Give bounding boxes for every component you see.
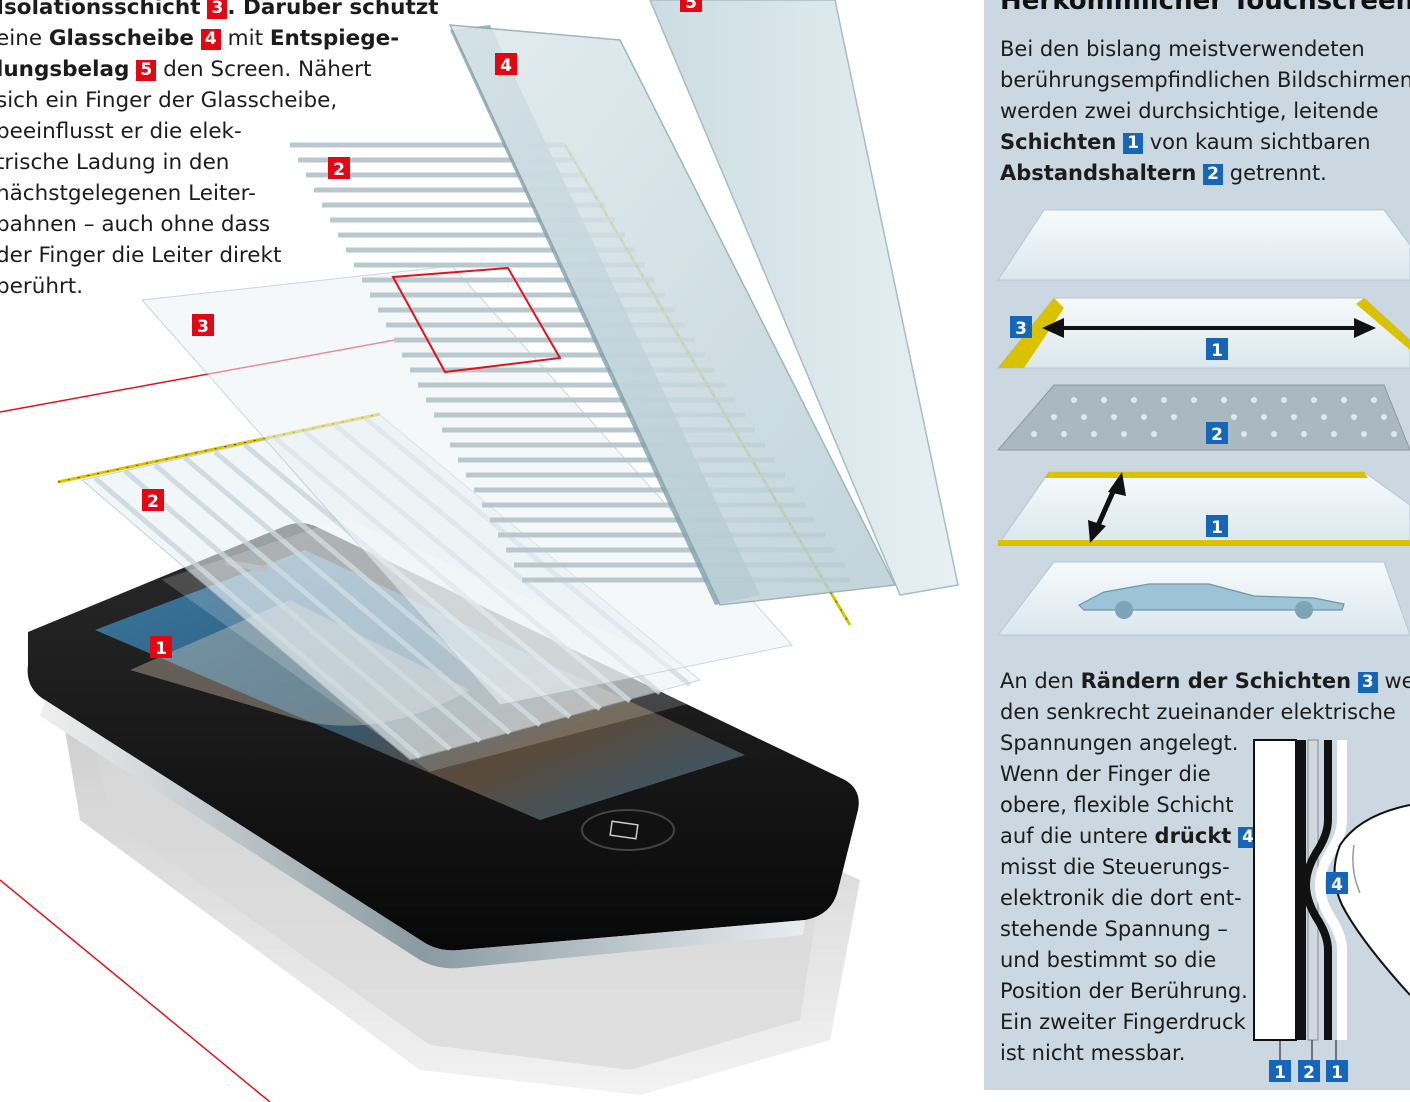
front-pane (161, 518, 740, 772)
home-button (581, 809, 675, 851)
badge-5-red: 5 (680, 0, 702, 13)
insulation-layer (140, 265, 793, 706)
svg-text:4: 4 (500, 56, 512, 76)
badge-2-blue-cs: 2 (1298, 1060, 1320, 1083)
svg-text:2: 2 (1211, 425, 1223, 445)
badge-1-blue-cs-right: 1 (1326, 1060, 1348, 1083)
badge-3-blue: 3 (1010, 316, 1032, 339)
badge-1-blue-cs-left: 1 (1269, 1060, 1291, 1083)
svg-text:1: 1 (1274, 1063, 1286, 1083)
svg-text:2: 2 (1303, 1063, 1315, 1083)
badge-5: 5 (136, 60, 157, 81)
svg-text:2: 2 (333, 160, 345, 180)
svg-text:1: 1 (1211, 518, 1223, 538)
badge-2-red-upper: 2 (328, 157, 350, 180)
badge-1-blue: 1 (1123, 133, 1144, 154)
badge-2-blue: 2 (1203, 164, 1224, 185)
svg-text:1: 1 (1211, 341, 1223, 361)
svg-text:2: 2 (147, 492, 159, 512)
svg-text:3: 3 (1015, 319, 1027, 339)
panel-bottom-text: An den Rändern der Schichten 3 wer- den … (1000, 669, 1410, 1065)
panel-intro-text: Bei den bislang meistverwendeten berühru… (1000, 37, 1410, 185)
svg-text:3: 3 (197, 317, 209, 337)
anti-reflection-layer (649, 0, 959, 596)
badge-3-blue-text: 3 (1357, 672, 1378, 693)
highlight-square (391, 266, 562, 374)
svg-text:5: 5 (685, 0, 697, 13)
badge-1-blue-upper: 1 (1206, 338, 1228, 361)
guide-line (0, 879, 271, 1102)
badge-1-blue-lower: 1 (1206, 515, 1228, 538)
badge-1-red: 1 (150, 636, 172, 659)
cross-section-diagram: 4 1 2 1 (1253, 739, 1410, 1083)
badge-4-blue-diagram: 4 (1326, 872, 1348, 895)
layer-diagram: 3 1 2 1 (996, 209, 1410, 636)
badge-4-red: 4 (495, 53, 517, 76)
svg-text:4: 4 (1331, 875, 1343, 895)
badge-2-red-lower: 2 (142, 489, 164, 512)
badge-2-blue-diagram: 2 (1206, 422, 1228, 445)
svg-text:1: 1 (155, 639, 167, 659)
panel-title: Herkömmlicher Touchscreen (1000, 0, 1410, 16)
car-icon (1077, 583, 1345, 611)
badge-3-red: 3 (192, 314, 214, 337)
exploded-illustration: 1 2 3 2 4 5 (0, 0, 959, 1102)
badge-3: 3 (207, 0, 228, 19)
svg-text:1: 1 (1331, 1063, 1343, 1083)
badge-4: 4 (200, 29, 221, 50)
intro-text: Isolationsschicht 3. Darüber schützt ein… (0, 0, 439, 299)
